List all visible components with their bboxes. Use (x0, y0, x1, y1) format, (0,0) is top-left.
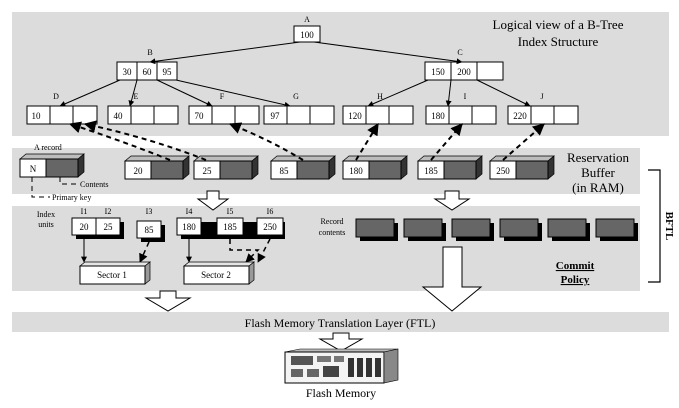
btree-title-line1: Logical view of a B-Tree (493, 17, 624, 32)
ftl-label: Flash Memory Translation Layer (FTL) (245, 316, 436, 330)
buffer-record-key: 250 (496, 166, 510, 176)
node-d: D 10 (26, 92, 98, 125)
index-units-label-1: Index (37, 210, 55, 219)
reservation-title-3: (in RAM) (572, 180, 624, 195)
node-a-label: A (304, 15, 310, 24)
index-unit-value: 20 (80, 222, 90, 232)
node-b-label: B (147, 48, 152, 57)
node-e: E 40 (107, 92, 179, 125)
sector-1: Sector 1 (79, 261, 151, 285)
index-unit-value: 250 (263, 222, 277, 232)
commit-label-2: Policy (561, 274, 590, 286)
btree-title-line2: Index Structure (518, 34, 599, 49)
commit-down-arrow (421, 246, 483, 312)
node-b-key-1: 30 (123, 67, 133, 77)
record-key: N (30, 164, 37, 174)
node-c-label: C (457, 48, 462, 57)
node-j-key-1: 220 (513, 111, 527, 121)
buffer-record-key: 180 (349, 166, 363, 176)
index-units-label-2: units (38, 220, 54, 229)
index-unit-id: I1 (81, 207, 88, 216)
index-unit-value: 85 (145, 225, 155, 235)
node-f-label: F (220, 92, 225, 101)
node-e-key-1: 40 (114, 111, 124, 121)
buffer-record-85: 85 (270, 155, 336, 180)
index-unit-group-1: 20 25 (71, 217, 124, 239)
node-a (293, 25, 321, 43)
node-h-key-1: 120 (348, 111, 362, 121)
record-example: N (19, 153, 85, 178)
flash-memory-card-icon (284, 348, 399, 384)
sector-2: Sector 2 (183, 261, 255, 285)
index-unit-id: I6 (267, 207, 274, 216)
node-i-key-1: 180 (431, 111, 445, 121)
bftl-bracket (648, 169, 661, 283)
node-j: J 220 (507, 92, 579, 125)
node-c-key-2: 200 (457, 67, 471, 77)
index-unit-group-3: 180 185 250 (176, 217, 285, 239)
ftl-band (12, 312, 669, 332)
node-g-key-1: 97 (271, 111, 281, 121)
node-b (116, 61, 178, 81)
bftl-label: BFTL (663, 212, 675, 241)
node-j-label: J (540, 92, 543, 101)
buffer-record-20: 20 (124, 155, 190, 180)
node-h: H 120 (342, 92, 414, 125)
record-contents-label-1: Record (320, 217, 343, 226)
node-b-key-2: 60 (143, 67, 153, 77)
buffer-record-185: 185 (417, 155, 483, 180)
flash-memory-label: Flash Memory (306, 386, 376, 400)
index-unit-value: 185 (223, 222, 237, 232)
down-arrow-left (196, 190, 230, 211)
buffer-record-key: 185 (424, 166, 438, 176)
index-unit-id: I2 (105, 207, 112, 216)
buffer-record-key: 85 (280, 166, 290, 176)
record-contents-label-2: contents (319, 228, 346, 237)
reservation-title-1: Reservation (567, 150, 630, 165)
buffer-record-25: 25 (193, 155, 259, 180)
index-unit-value: 25 (104, 222, 114, 232)
sector-1-label: Sector 1 (97, 270, 127, 280)
contents-label: Contents (80, 180, 108, 189)
node-g-label: G (293, 92, 299, 101)
index-unit-id: I4 (186, 207, 193, 216)
down-arrow-right (433, 190, 471, 211)
index-unit-id: I3 (146, 207, 153, 216)
node-b-key-3: 95 (163, 67, 173, 77)
record-contents-blocks (355, 218, 638, 241)
node-i-label: I (464, 92, 467, 101)
sector-2-label: Sector 2 (201, 270, 231, 280)
primary-key-label: Primary key (52, 193, 91, 202)
node-d-key-1: 10 (32, 111, 42, 121)
node-e-label: E (134, 92, 139, 101)
sector-down-arrow (144, 290, 192, 312)
node-d-label: D (53, 92, 59, 101)
node-c-key-1: 150 (431, 67, 445, 77)
buffer-record-250: 250 (489, 155, 555, 180)
commit-label-1: Commit (556, 260, 595, 272)
node-c (424, 61, 504, 81)
node-h-label: H (377, 92, 383, 101)
node-f: F 70 (188, 92, 260, 125)
buffer-record-key: 25 (203, 166, 213, 176)
buffer-record-180: 180 (342, 155, 408, 180)
buffer-record-key: 20 (134, 166, 144, 176)
node-f-key-1: 70 (195, 111, 205, 121)
reservation-title-2: Buffer (581, 165, 615, 180)
node-a-key-1: 100 (300, 30, 314, 40)
flash-down-arrow (318, 332, 364, 352)
node-g: G 97 (263, 92, 335, 125)
index-unit-id: I5 (227, 207, 234, 216)
index-unit-value: 180 (182, 222, 196, 232)
record-label: A record (34, 143, 62, 152)
index-unit-group-2: 85 (136, 220, 165, 242)
